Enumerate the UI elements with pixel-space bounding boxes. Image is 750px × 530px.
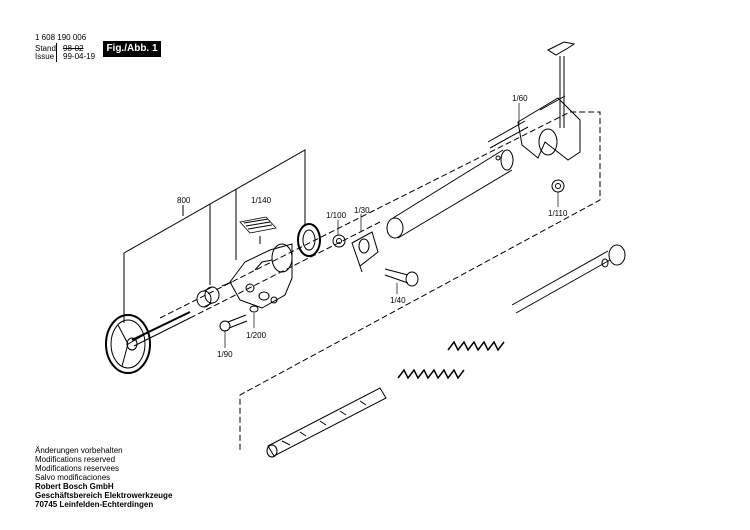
issue-label: Issue <box>35 52 55 61</box>
washer-1-200 <box>249 305 259 313</box>
footer-line-fr: Modifications reservees <box>35 464 120 473</box>
label-plate-1-140 <box>239 216 277 244</box>
part-label-1-90: 1/90 <box>217 350 233 359</box>
bushing <box>196 286 220 308</box>
part-label-800: 800 <box>177 196 191 205</box>
threaded-rod <box>511 244 626 314</box>
seal-ring <box>297 223 321 257</box>
footer-line-es: Salvo modificaciones <box>35 473 111 482</box>
part-label-1-200: 1/200 <box>246 331 267 340</box>
stand-value: 98-02 <box>63 44 84 53</box>
document-number: 1 608 190 006 <box>35 33 87 42</box>
part-label-1-30: 1/30 <box>354 206 370 215</box>
handwheel <box>105 311 191 374</box>
bracket-800 <box>123 149 306 323</box>
screw-1-90 <box>219 314 248 332</box>
stand-label: Stand <box>35 44 56 53</box>
part-label-1-40: 1/40 <box>390 296 406 305</box>
part-label-1-60: 1/60 <box>512 94 528 103</box>
part-label-1-140: 1/140 <box>251 196 272 205</box>
spring-right <box>447 340 505 352</box>
scale-rod <box>266 387 387 458</box>
figure-badge: Fig./Abb. 1 <box>103 41 161 57</box>
footer-line-en: Modifications reserved <box>35 455 116 464</box>
assembly-guide-lines <box>159 111 601 450</box>
wing-bolt <box>546 41 576 128</box>
footer-company: Robert Bosch GmbH <box>35 482 114 491</box>
nut-1-100 <box>332 234 346 248</box>
header-brace <box>56 43 61 62</box>
spring-left <box>397 368 465 380</box>
guide-tube <box>386 149 514 239</box>
footer-line-de: Änderungen vorbehalten <box>35 446 123 455</box>
thumbscrew-1-40 <box>384 268 419 287</box>
gear-housing <box>221 243 293 309</box>
clamp-1-30 <box>351 231 379 273</box>
nut-1-110 <box>551 179 565 193</box>
footer-division: Geschäftsbereich Elektrowerkzeuge <box>35 491 173 500</box>
part-label-1-110: 1/110 <box>548 209 568 218</box>
issue-value: 99-04-19 <box>63 52 96 61</box>
label-leaders <box>224 103 559 348</box>
part-label-1-100: 1/100 <box>326 211 347 220</box>
footer-address: 70745 Leinfelden-Echterdingen <box>35 500 154 509</box>
